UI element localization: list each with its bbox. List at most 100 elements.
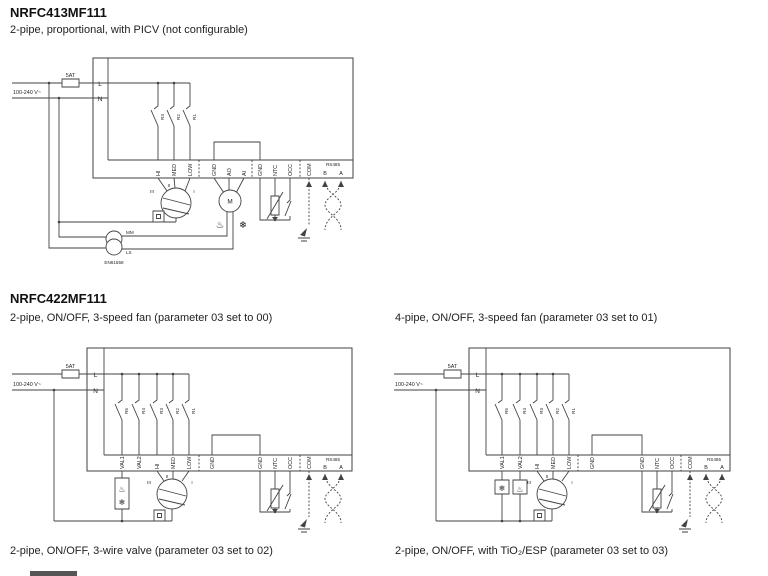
relay-contacts: R5 R4 R3 R2 R1 xyxy=(495,372,576,455)
motor-icon xyxy=(219,190,241,212)
fan-tap-label: III xyxy=(150,189,154,194)
controller-box: L N R3 R2 R1 HI MED LOW GND AO AI GND NT… xyxy=(93,58,353,178)
section2-title: NRFC422MF111 xyxy=(10,291,107,306)
terminal-label: MED xyxy=(172,164,178,176)
fan-tap-label: I xyxy=(193,189,194,194)
fan-tap-label: II xyxy=(168,183,171,188)
terminal-label: VAL1 xyxy=(500,456,506,469)
earth-ground-icon xyxy=(298,471,312,532)
mains-supply: 5AT 100-240 V~ xyxy=(12,73,190,100)
supply-voltage-label: 100-240 V~ xyxy=(13,382,41,388)
cooling-icon: ❄ xyxy=(499,484,506,493)
fuse-icon xyxy=(62,370,79,378)
relay-label: R1 xyxy=(192,114,197,120)
terminal-label: MED xyxy=(551,457,557,469)
terminal-strip: VAL1 VAL2 HI MED LOW GND GND NTC OCC COM… xyxy=(500,455,724,471)
terminal-label: NTC xyxy=(273,165,279,176)
relay-label: R3 xyxy=(539,408,544,414)
terminal-label: GND xyxy=(258,457,264,469)
terminal-label: GND xyxy=(590,457,596,469)
occupancy-contact-icon xyxy=(285,471,291,512)
mains-supply: 5AT 100-240 V~ xyxy=(394,364,569,392)
ntc-thermistor-icon xyxy=(642,471,672,514)
wiring-diagram-nrfc422-4pipe: 5AT 100-240 V~ L N R5 R4 R3 R2 R1 VAL1 V… xyxy=(385,340,768,545)
section2-caption-bottom-right: 2-pipe, ON/OFF, with TiO₂/ESP (parameter… xyxy=(395,545,669,557)
terminal-label: OCC xyxy=(670,457,676,469)
terminal-b-label: B xyxy=(323,465,327,471)
terminal-label: VAL2 xyxy=(518,456,524,469)
wiring-diagram-nrfc422-2pipe: 5AT 100-240 V~ L N R5 R4 R3 R2 R1 VAL1 V… xyxy=(0,340,390,545)
fan-tap-label: III xyxy=(527,480,531,485)
wiring-diagram-nrfc413: 5AT 100-240 V~ L N R3 R2 R1 HI MED LOW xyxy=(0,50,380,265)
terminal-label: LOW xyxy=(188,163,194,176)
heating-icon: ♨ xyxy=(118,485,125,494)
fuse-icon xyxy=(444,370,461,378)
terminal-label: VAL2 xyxy=(137,456,143,469)
fan-motor-icon: III II I xyxy=(54,390,193,521)
relay-label: R1 xyxy=(571,408,576,414)
fan-connector-icon xyxy=(154,510,165,521)
rs485-twisted-pair-icon xyxy=(322,181,344,230)
terminal-strip: HI MED LOW GND AO AI GND NTC OCC COM RS4… xyxy=(156,160,343,178)
section2-caption-bottom-left: 2-pipe, ON/OFF, 3-wire valve (parameter … xyxy=(10,545,273,557)
terminal-a-label: A xyxy=(339,171,343,177)
picv-actuator: M ♨ ❄ xyxy=(122,178,247,249)
terminal-label: LOW xyxy=(567,456,573,469)
transformer-out-ls-label: LS xyxy=(126,250,132,255)
fan-connector-icon xyxy=(534,510,545,521)
terminal-label: COM xyxy=(688,456,694,469)
fuse-icon xyxy=(62,79,79,87)
terminal-label: AO xyxy=(227,168,233,176)
relay-label: R5 xyxy=(504,408,509,414)
terminal-n-label: N xyxy=(475,388,480,395)
rs485-twisted-pair-icon xyxy=(322,474,344,523)
earth-ground-icon xyxy=(679,471,693,532)
terminal-label: HI xyxy=(156,171,162,176)
relay-label: R2 xyxy=(555,408,560,414)
ntc-thermistor-icon xyxy=(260,178,290,222)
valve-cooling-icon: ❄ xyxy=(495,471,509,523)
fuse-label: 5AT xyxy=(448,364,458,370)
relay-label: R5 xyxy=(124,408,129,414)
terminal-label: AI xyxy=(242,171,248,176)
relay-contacts: R5 R4 R3 R2 R1 xyxy=(115,372,196,455)
supply-voltage-label: 100-240 V~ xyxy=(395,382,423,388)
terminal-a-label: A xyxy=(720,465,724,471)
terminal-label: LOW xyxy=(187,456,193,469)
rs485-label: RS485 xyxy=(326,457,340,462)
terminal-a-label: A xyxy=(339,465,343,471)
controller-box: L N R5 R4 R3 R2 R1 VAL1 VAL2 HI MED LOW … xyxy=(469,348,730,471)
terminal-b-label: B xyxy=(704,465,708,471)
terminal-label: VAL1 xyxy=(120,456,126,469)
relay-label: R4 xyxy=(141,408,146,414)
rs485-label: RS485 xyxy=(707,457,721,462)
terminal-l-label: L xyxy=(98,81,102,88)
transformer-icon: MM LS EN61558 xyxy=(49,83,134,265)
occupancy-contact-icon xyxy=(285,178,291,220)
terminal-n-label: N xyxy=(98,96,103,103)
fan-tap-label: II xyxy=(166,474,169,479)
fan-motor-icon: III II I xyxy=(57,178,195,224)
heating-icon: ♨ xyxy=(516,485,523,494)
rs485-twisted-pair-icon xyxy=(703,474,725,523)
section2-caption-top-left: 2-pipe, ON/OFF, 3-speed fan (parameter 0… xyxy=(10,312,273,324)
relay-contacts: R3 R2 R1 xyxy=(151,81,197,160)
terminal-label: GND xyxy=(212,164,218,176)
terminal-l-label: L xyxy=(476,372,480,379)
terminal-label: COM xyxy=(307,163,313,176)
terminal-l-label: L xyxy=(94,372,98,379)
transformer-out-mm-label: MM xyxy=(126,230,134,235)
transformer-standard-label: EN61558 xyxy=(104,260,124,265)
section1-caption: 2-pipe, proportional, with PICV (not con… xyxy=(10,24,248,36)
fan-motor-icon: III II I xyxy=(436,390,573,521)
cooling-icon: ❄ xyxy=(239,220,247,231)
mains-supply: 5AT 100-240 V~ xyxy=(12,364,189,392)
terminal-strip: VAL1 VAL2 HI MED LOW GND GND NTC OCC COM… xyxy=(120,455,343,471)
terminal-label: MED xyxy=(171,457,177,469)
relay-label: R3 xyxy=(160,114,165,120)
fan-tap-label: II xyxy=(546,474,549,479)
terminal-label: HI xyxy=(535,464,541,469)
fan-connector-icon xyxy=(153,211,164,222)
fan-tap-label: I xyxy=(191,480,192,485)
terminal-label: GND xyxy=(210,457,216,469)
